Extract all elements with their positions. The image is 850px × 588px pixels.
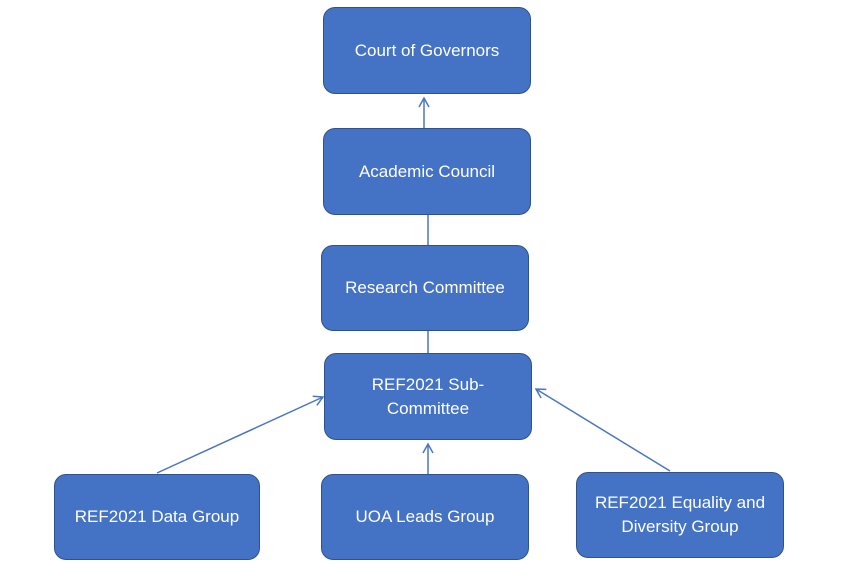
ref2021-subcommittee-label: REF2021 Sub-Committee bbox=[371, 374, 485, 418]
ref2021-equality-diversity-group-label: REF2021 Equality and Diversity Group bbox=[594, 493, 766, 536]
ref2021-subcommittee-node: REF2021 Sub-Committee bbox=[324, 353, 532, 440]
research-committee-label: Research Committee bbox=[345, 278, 505, 297]
court-of-governors-label: Court of Governors bbox=[354, 40, 500, 60]
connector-data-to-subcommittee bbox=[156, 395, 325, 474]
academic-council-label: Academic Council bbox=[358, 161, 496, 181]
academic-council-node: Academic Council bbox=[323, 128, 531, 215]
ref2021-equality-diversity-group-node: REF2021 Equality and Diversity Group bbox=[576, 472, 784, 558]
uoa-leads-group-label: UOA Leads Group bbox=[355, 507, 495, 526]
research-committee-node: Research Committee bbox=[321, 245, 529, 331]
connector-equality-to-subcommittee bbox=[534, 388, 671, 472]
ref2021-data-group-label: REF2021 Data Group bbox=[74, 507, 240, 526]
uoa-leads-group-node: UOA Leads Group bbox=[321, 474, 529, 560]
court-of-governors-node: Court of Governors bbox=[323, 7, 531, 94]
ref2021-data-group-node: REF2021 Data Group bbox=[54, 474, 260, 560]
